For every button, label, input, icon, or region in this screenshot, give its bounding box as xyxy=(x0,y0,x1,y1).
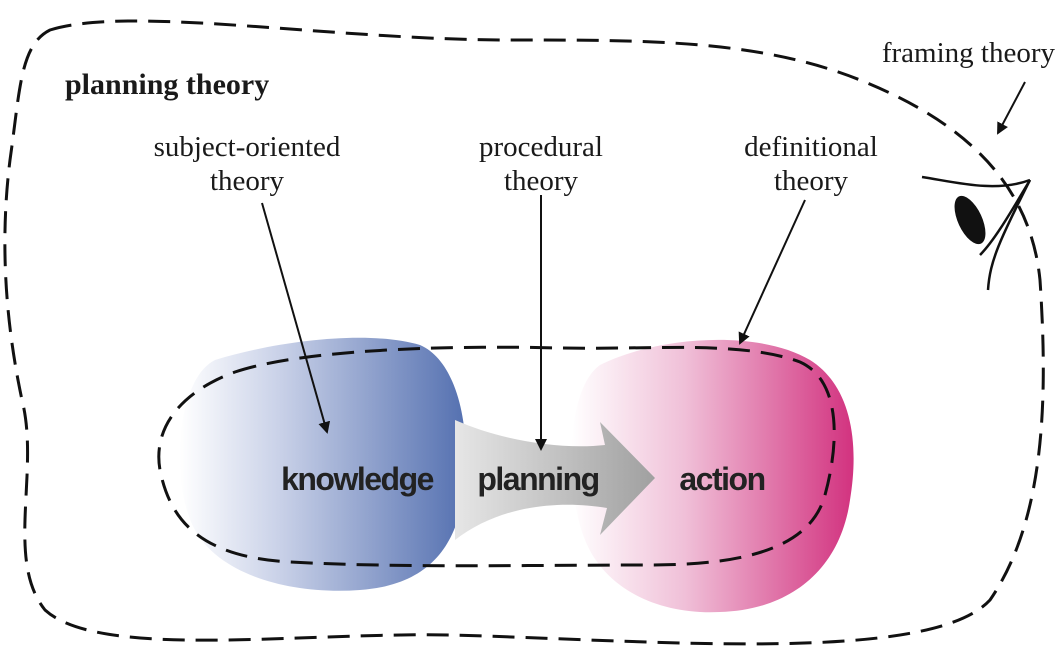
subject-theory-label: theory xyxy=(210,165,285,197)
definitional-theory-label: theory xyxy=(774,165,849,197)
subject-arrow xyxy=(261,202,331,434)
planning-arrow-shape xyxy=(455,420,655,540)
subject-oriented-label: subject-oriented xyxy=(154,131,341,163)
definitional-label: definitional xyxy=(744,131,878,163)
framing-arrow xyxy=(997,81,1026,135)
procedural-label: procedural xyxy=(479,131,603,163)
knowledge-blob xyxy=(179,337,466,591)
action-blob xyxy=(571,339,854,613)
planning-theory-boundary xyxy=(3,19,1045,646)
definitional-arrow xyxy=(738,199,806,345)
eye-icon xyxy=(921,175,1032,291)
action-label: action xyxy=(679,461,764,497)
planning-label: planning xyxy=(477,461,598,497)
procedural-theory-label: theory xyxy=(504,165,579,197)
inner-dashed-loop xyxy=(157,345,836,568)
diagram-title: planning theory xyxy=(65,68,269,101)
framing-theory-label: framing theory xyxy=(882,37,1056,69)
knowledge-label: knowledge xyxy=(281,461,434,497)
